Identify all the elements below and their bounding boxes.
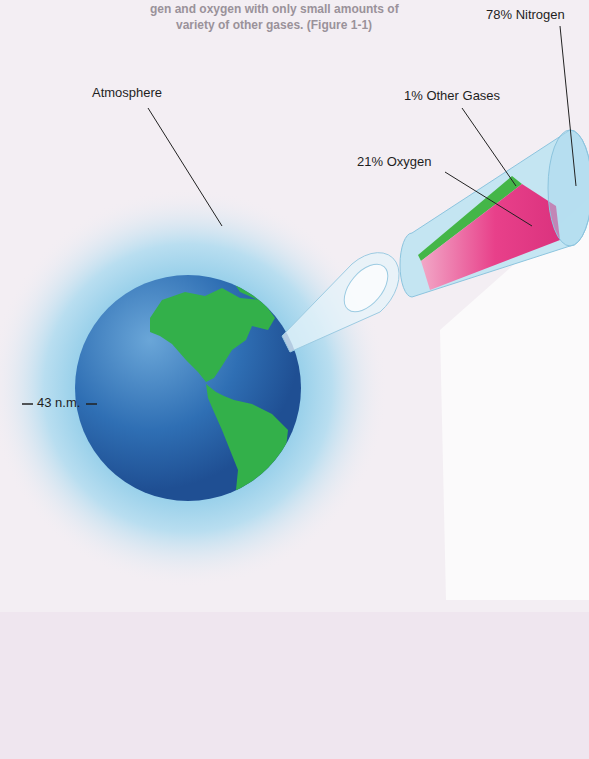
- sample-cone: [282, 253, 399, 352]
- page-band: [0, 612, 589, 759]
- page-text: gen and oxygen with only small amounts o…: [150, 3, 399, 17]
- leader-lines: [148, 26, 576, 226]
- frustum-end: [548, 130, 589, 246]
- part-label: 78% Nitrogen: [486, 8, 565, 23]
- page-text: variety of other gases. (Figure 1-1): [176, 19, 372, 33]
- dimension-label: 43 n.m.: [37, 396, 80, 411]
- continents: [150, 272, 288, 506]
- part-label: 21% Oxygen: [357, 155, 431, 170]
- part-label: Atmosphere: [92, 86, 162, 101]
- atmosphere-glow: [0, 188, 388, 588]
- cone-mouth: [336, 256, 397, 319]
- part-label: 1% Other Gases: [404, 89, 500, 104]
